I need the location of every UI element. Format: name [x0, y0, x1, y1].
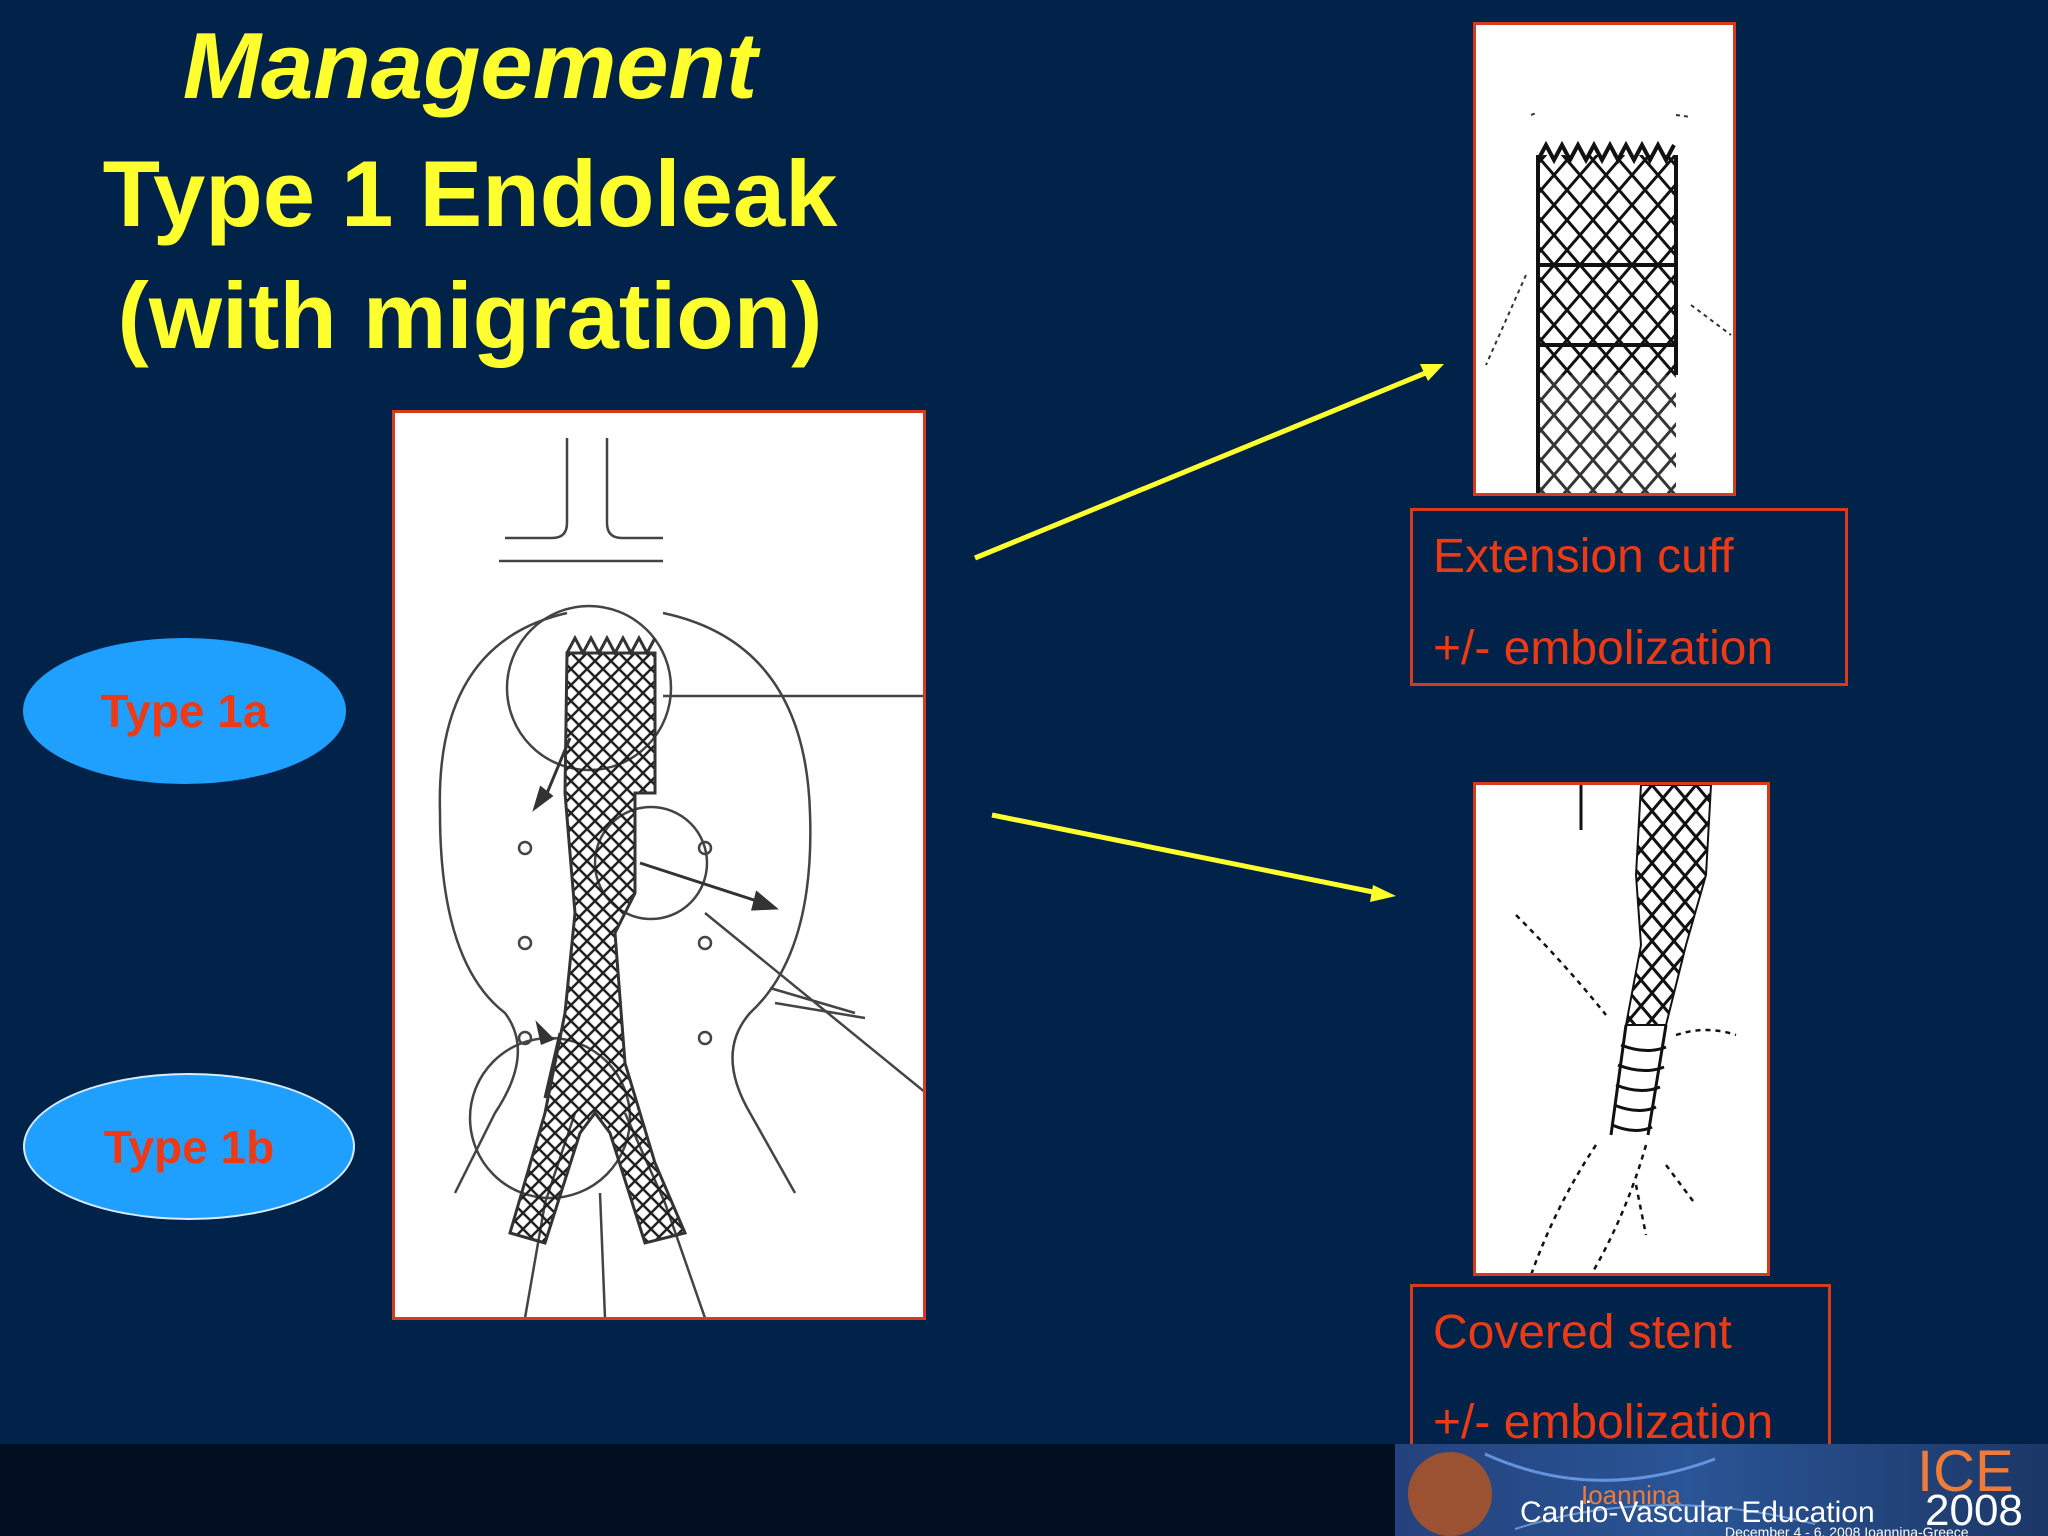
type-1a-label: Type 1a: [100, 685, 269, 737]
logo-year: 2008: [1925, 1486, 2023, 1535]
arrow-to-covered-stent: [991, 812, 1379, 896]
slide-title-endoleak: Type 1 Endoleak: [102, 141, 838, 246]
covered-stent-label: Covered stent: [1433, 1306, 1732, 1359]
logo-dates: December 4 - 6, 2008 Ioannina-Greece: [1725, 1524, 1969, 1536]
type-1a-oval: Type 1a: [23, 638, 346, 784]
arrowhead-covered-stent-icon: [1370, 885, 1396, 902]
logo-graphic: [1408, 1452, 1816, 1536]
aneurysm-drawing: [438, 438, 923, 1317]
covered-stent-drawing: [1515, 785, 1737, 1273]
logo-name: Cardio-Vascular Education: [1520, 1496, 1875, 1529]
slide-title-migration: (with migration): [117, 263, 823, 368]
extension-cuff-image: [1473, 22, 1736, 496]
extension-cuff-box: Extension cuff +/- embolization: [1410, 508, 1848, 686]
ice-logo: ICE Ioannina Cardio-Vascular Education 2…: [1395, 1444, 2048, 1536]
logo-ice: ICE: [1917, 1444, 2014, 1504]
covered-stent-box: Covered stent +/- embolization: [1410, 1284, 1831, 1460]
arrowhead-extension-cuff-icon: [1420, 364, 1444, 381]
extension-cuff-label: Extension cuff: [1433, 530, 1734, 583]
logo-city: Ioannina: [1581, 1480, 1681, 1510]
extension-cuff-drawing: [1485, 112, 1732, 493]
slide-title-management: Management: [182, 13, 758, 118]
arrow-to-extension-cuff: [974, 369, 1429, 561]
covered-stent-image: [1473, 782, 1770, 1276]
covered-stent-embolization: +/- embolization: [1433, 1396, 1774, 1449]
stent-graft-diagram: [392, 410, 926, 1320]
extension-cuff-embolization: +/- embolization: [1433, 622, 1774, 675]
type-1b-label: Type 1b: [103, 1120, 275, 1173]
type-1b-oval: Type 1b: [23, 1073, 355, 1220]
